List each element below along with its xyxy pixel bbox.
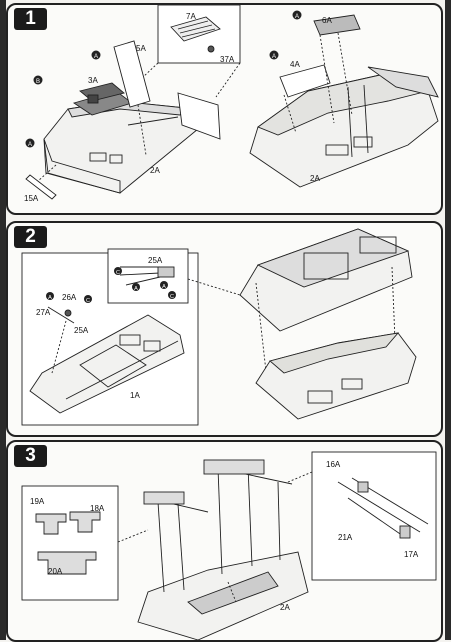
part-1a-floor: [29, 314, 185, 414]
svg-text:A: A: [28, 142, 32, 148]
step-3-illustration: 19A 18A 20A 16A 21A 17A 2A: [21, 451, 437, 640]
callout-2a-right: 2A: [310, 174, 320, 183]
marker-c-3: C: [84, 295, 92, 304]
callout-21a: 21A: [338, 533, 353, 542]
callout-17a: 17A: [404, 550, 419, 559]
part-4a-lid: [279, 64, 331, 98]
marker-a-4: A: [269, 50, 279, 60]
marker-a-3: A: [292, 10, 302, 20]
page-edge-left: [0, 0, 6, 640]
part-18a-bracket: [69, 511, 101, 533]
callout-18a: 18A: [90, 504, 105, 513]
callout-25a-inset: 25A: [148, 256, 163, 265]
svg-text:A: A: [272, 54, 276, 60]
callout-4a: 4A: [290, 60, 300, 69]
step-2-panel: 2: [6, 221, 443, 437]
callout-25a: 25A: [74, 326, 89, 335]
marker-a-3: A: [46, 292, 54, 301]
callout-7a: 7A: [186, 12, 196, 21]
callout-5a: 5A: [136, 44, 146, 53]
callout-37a: 37A: [220, 55, 235, 64]
svg-text:A: A: [134, 286, 138, 292]
svg-text:A: A: [48, 295, 52, 301]
marker-a-2: A: [25, 138, 35, 148]
step-number-badge: 1: [14, 8, 47, 30]
side-plate: [177, 92, 221, 140]
marker-a-1: A: [132, 283, 140, 292]
part-6a-cover: [313, 14, 361, 36]
marker-a-2: A: [160, 281, 168, 290]
part-5a-panel: [113, 40, 151, 108]
svg-text:C: C: [170, 294, 174, 300]
step-3-panel: 3 19A 18A 20A 16A: [6, 440, 443, 642]
callout-16a: 16A: [326, 460, 341, 469]
svg-text:A: A: [162, 284, 166, 290]
step-number-badge: 2: [14, 226, 47, 248]
part-19a-bracket: [35, 513, 67, 535]
step-number-badge: 3: [14, 445, 47, 467]
callout-15a: 15A: [24, 194, 39, 203]
svg-text:A: A: [295, 14, 299, 20]
part-37a-knob: [207, 45, 215, 53]
svg-text:A: A: [94, 54, 98, 60]
marker-a-1: A: [91, 50, 101, 60]
marker-c-1: C: [114, 267, 122, 276]
callout-20a: 20A: [48, 567, 63, 576]
callout-6a: 6A: [322, 16, 332, 25]
marker-b: B: [33, 75, 43, 85]
svg-text:C: C: [86, 298, 90, 304]
callout-26a: 26A: [62, 293, 77, 302]
callout-19a: 19A: [30, 497, 45, 506]
inset-box-brackets: [21, 485, 119, 601]
part-20a-bracket: [37, 551, 97, 575]
marker-c-2: C: [168, 291, 176, 300]
callout-2a-left: 2A: [150, 166, 160, 175]
callout-2a: 2A: [280, 603, 290, 612]
svg-text:C: C: [116, 270, 120, 276]
part-15a-bar: [25, 174, 57, 200]
step-1-panel: 1: [6, 3, 443, 215]
callout-3a: 3A: [88, 76, 98, 85]
svg-text:B: B: [36, 79, 40, 85]
step-2-illustration: 25A 26A 27A 25A 1A C A A C A C: [21, 228, 417, 426]
step-1-illustration: 7A 37A 6A 5A 3A 4A 2A 2A 15A A B A A A: [24, 5, 439, 203]
page-edge-right: [445, 0, 451, 640]
callout-27a: 27A: [36, 308, 51, 317]
callout-1a: 1A: [130, 391, 140, 400]
